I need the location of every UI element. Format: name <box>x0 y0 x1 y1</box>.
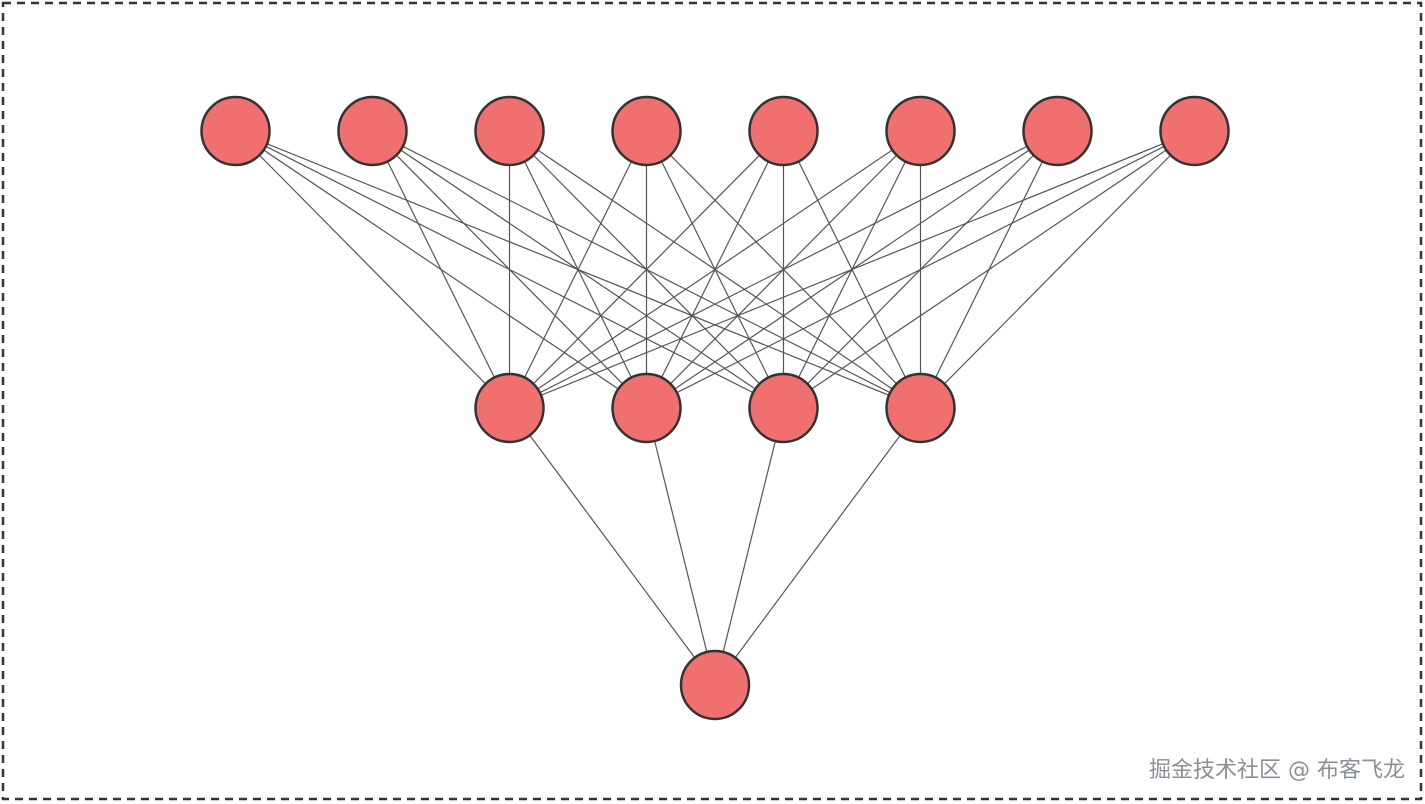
hidden-node-3 <box>885 372 956 444</box>
edge-input-6-hidden-0 <box>509 130 1058 409</box>
input-node-3 <box>611 95 682 167</box>
edge-input-7-hidden-3 <box>920 130 1195 409</box>
hidden-node-0 <box>474 372 545 444</box>
output-node-0 <box>679 649 751 721</box>
edge-hidden-0-output-0 <box>509 407 716 686</box>
input-node-7 <box>1159 95 1230 167</box>
edge-input-4-hidden-0 <box>509 130 784 409</box>
nodes-group <box>200 95 1230 721</box>
input-node-0 <box>200 95 271 167</box>
edges-group <box>235 130 1195 686</box>
edge-input-0-hidden-0 <box>235 130 510 409</box>
input-node-2 <box>474 95 545 167</box>
hidden-node-1 <box>611 372 682 444</box>
edge-input-7-hidden-2 <box>783 130 1195 409</box>
input-node-1 <box>337 95 408 167</box>
edge-input-7-hidden-0 <box>509 130 1195 409</box>
watermark: 掘金技术社区 @ 布客飞龙 <box>1149 758 1405 783</box>
edge-input-7-hidden-1 <box>646 130 1195 409</box>
edge-hidden-2-output-0 <box>714 407 785 686</box>
input-node-4 <box>748 95 819 167</box>
edge-hidden-3-output-0 <box>714 407 921 686</box>
input-node-6 <box>1022 95 1093 167</box>
edge-input-3-hidden-0 <box>508 130 648 409</box>
input-node-5 <box>885 95 956 167</box>
edge-hidden-1-output-0 <box>645 407 716 686</box>
edge-input-1-hidden-0 <box>371 130 511 409</box>
edge-input-5-hidden-0 <box>509 130 921 409</box>
hidden-node-2 <box>748 372 819 444</box>
